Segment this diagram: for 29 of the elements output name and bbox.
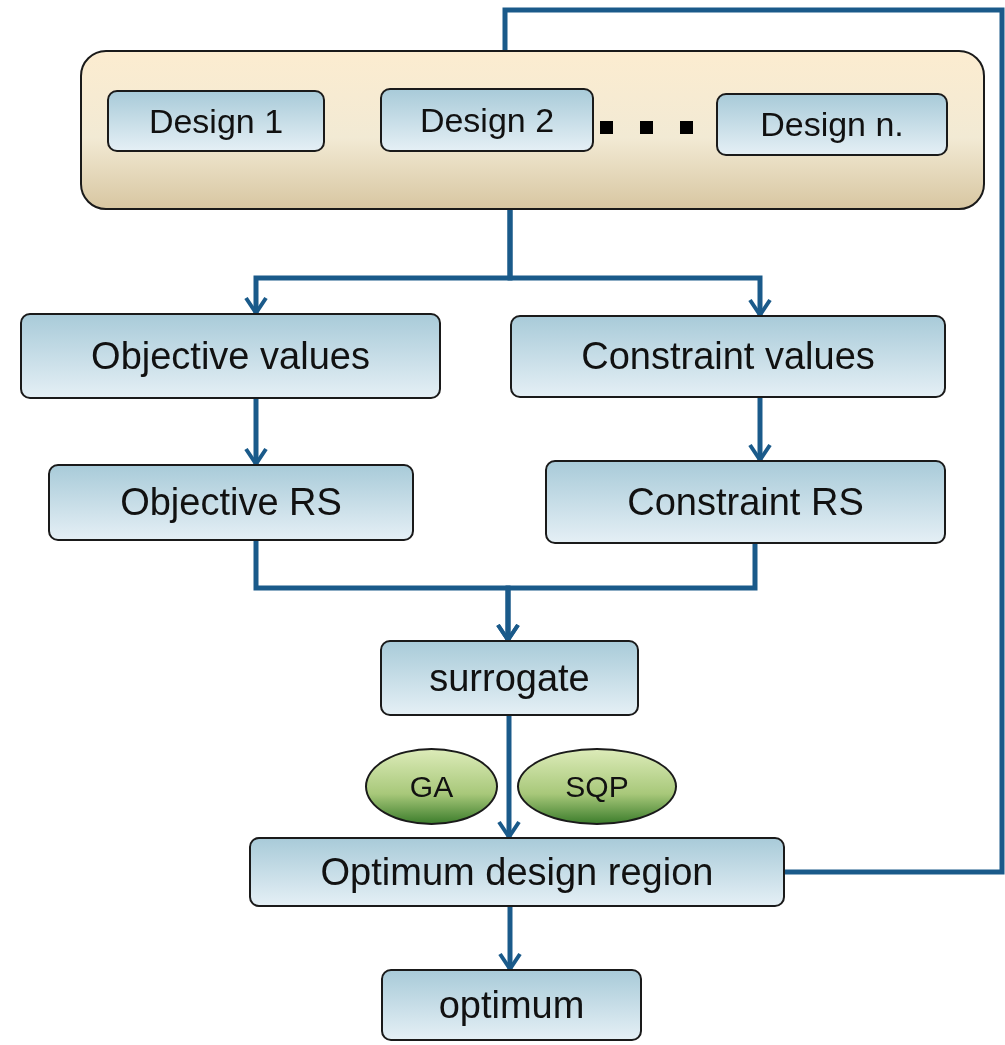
process-box <box>380 640 639 716</box>
connector-arrow <box>496 544 758 642</box>
node-label: optimum <box>438 983 585 1027</box>
process-box <box>249 837 785 907</box>
node-label: Constraint values <box>581 335 875 378</box>
group-panel <box>80 50 985 210</box>
process-box <box>380 88 594 152</box>
connector-arrow <box>244 399 268 466</box>
connector-arrow <box>498 907 522 971</box>
node-label: Optimum design region <box>320 850 714 894</box>
node-label: Constraint RS <box>627 480 864 524</box>
process-box <box>381 969 642 1041</box>
process-box <box>716 93 948 156</box>
node-label: Design 2 <box>419 100 555 140</box>
node-label: SQP <box>565 769 629 804</box>
node-label: Objective values <box>91 334 370 378</box>
node-label: Objective RS <box>120 481 342 524</box>
process-box <box>20 313 441 399</box>
connector-arrow <box>748 398 772 462</box>
node-label: GA <box>409 769 454 804</box>
node-label: Design n. <box>760 105 904 144</box>
connector-arrow <box>507 210 772 317</box>
process-box <box>48 464 414 541</box>
node-label: Design 1 <box>148 101 284 141</box>
connector-arrow <box>497 716 521 839</box>
node-label: surrogate <box>429 656 590 700</box>
process-box <box>545 460 946 544</box>
process-box <box>107 90 325 152</box>
process-box <box>510 315 946 398</box>
